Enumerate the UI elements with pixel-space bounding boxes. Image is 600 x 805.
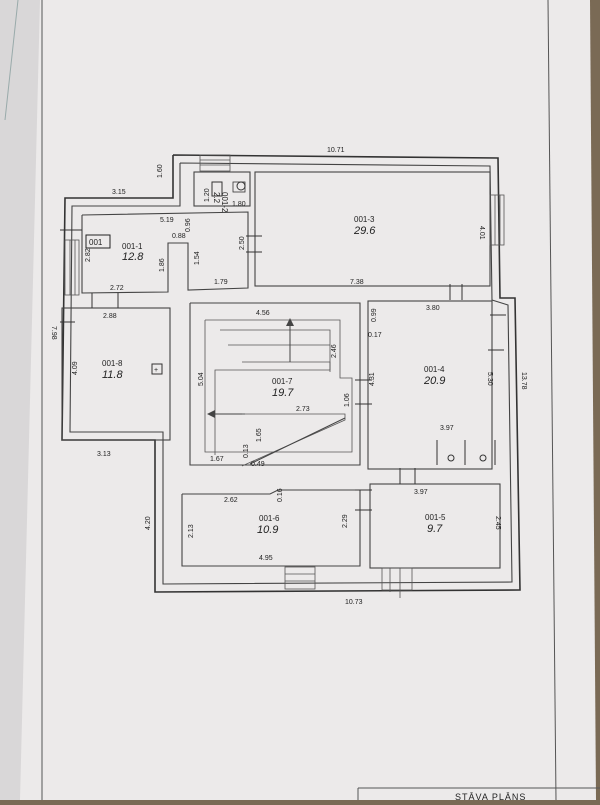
- room-001-7-arrowhead-up: [286, 318, 294, 326]
- entrance-bottom-stairs: [284, 566, 316, 590]
- dim-r8-top: 2.88: [103, 313, 117, 320]
- dim-r4-b: 0.17: [368, 332, 382, 339]
- dim-r7-d: 0.13: [243, 444, 250, 458]
- outer-wall: [61, 154, 521, 593]
- dim-r6-right: 2.29: [342, 514, 349, 528]
- room-001-1-area: 12.8: [122, 251, 144, 263]
- dim-r1-b: 0.96: [185, 218, 192, 232]
- room-001-5-outline: [369, 483, 501, 569]
- building-label: 001: [89, 238, 103, 247]
- stove-icon: [151, 363, 163, 375]
- room-001-7-id: 001-7: [272, 377, 293, 386]
- title-block-title: STĀVA PLĀNS: [455, 792, 526, 800]
- room-001-8-id: 001-8: [102, 359, 123, 368]
- dim-r7-left: 5.04: [198, 372, 205, 386]
- room-001-3-id: 001-3: [354, 215, 375, 224]
- dim-r3-bottom: 7.38: [350, 279, 364, 286]
- dim-r4-right: 5.30: [486, 372, 493, 386]
- room-001-7-outline: [189, 302, 361, 466]
- dim-r6-a: 0.16: [277, 488, 284, 502]
- dim-r2-h: 1.20: [204, 188, 211, 202]
- dim-bottom: 10.73: [345, 599, 363, 606]
- frame-right: [547, 0, 557, 801]
- room-001-4-area: 20.9: [423, 375, 445, 387]
- dim-r1-f: 2.50: [239, 236, 246, 250]
- room-001-2-outline: [193, 171, 251, 207]
- dim-left-lower: 4.20: [145, 516, 152, 530]
- room-001-1-id: 001-1: [122, 242, 143, 251]
- room-001-7-ramp-diag: [249, 417, 346, 465]
- dim-r4-left: 4.31: [369, 372, 376, 386]
- dim-step-top: 3.15: [112, 189, 126, 196]
- dim-r2-w: 1.80: [232, 201, 246, 208]
- room-001-7-area: 19.7: [272, 387, 294, 399]
- dim-r4-bottom: 3.97: [440, 425, 454, 432]
- entrance-left-stairs: [64, 239, 80, 296]
- dim-top: 10.71: [327, 147, 345, 154]
- room-001-1-outline: [81, 211, 249, 294]
- dim-r1-e: 1.79: [214, 279, 228, 286]
- dim-r4-top: 3.80: [426, 305, 440, 312]
- door-marks: [60, 229, 506, 511]
- room-001-2-id: 001-2: [220, 192, 229, 213]
- entrance-right-stairs: [489, 194, 505, 246]
- dim-r1-a: 0.88: [172, 233, 186, 240]
- building-label-box: [85, 234, 111, 249]
- entrance-top-stairs: [199, 154, 231, 172]
- dim-r6-bottom: 4.95: [259, 555, 273, 562]
- room-001-8-outline: [61, 307, 171, 441]
- dim-step-mid: 3.13: [97, 451, 111, 458]
- dim-r6-top: 2.62: [224, 497, 238, 504]
- dim-r3-right: 4.01: [478, 226, 485, 240]
- binding-edge: [4, 0, 19, 121]
- dim-r5-right: 2.45: [494, 516, 501, 530]
- dim-r4-a: 0.99: [371, 308, 378, 322]
- room-001-6-area: 10.9: [257, 524, 278, 536]
- paper-shadow: [0, 0, 40, 800]
- room-001-5-area: 9.7: [427, 523, 443, 535]
- dim-left-upper: 1.60: [157, 164, 164, 178]
- room-001-7-arrowhead-left: [207, 410, 215, 418]
- room-001-2-area: 2.2: [212, 192, 221, 204]
- dim-r1-c: 1.86: [159, 258, 166, 272]
- room-001-5-id: 001-5: [425, 513, 446, 522]
- dim-r6-left: 2.13: [188, 524, 195, 538]
- dim-r8-left: 4.09: [72, 361, 79, 375]
- dim-r7-e: 0.49: [251, 461, 265, 468]
- entrance-bottom-right-stairs: [381, 567, 413, 598]
- dim-r5-top: 3.97: [414, 489, 428, 496]
- room-001-4-id: 001-4: [424, 365, 445, 374]
- room-001-7-steps3: [242, 361, 331, 372]
- dim-r7-right: 2.46: [331, 344, 338, 358]
- room-001-4-fixtures: [436, 440, 496, 465]
- dim-r7-b: 1.65: [256, 428, 263, 442]
- dim-r7-c: 1.67: [210, 456, 224, 463]
- dim-r7-a: 1.06: [344, 393, 351, 407]
- dim-r7-top: 4.56: [256, 310, 270, 317]
- dim-r1-left: 2.82: [85, 248, 92, 262]
- dim-r1-d: 1.54: [194, 251, 201, 265]
- outer-wall-inner: [69, 162, 513, 585]
- room-001-6-id: 001-6: [259, 514, 280, 523]
- room-001-8-area: 11.8: [102, 369, 123, 381]
- stove-plus: +: [154, 367, 158, 374]
- bathroom-fixtures: [211, 181, 246, 197]
- dim-r1-top: 5.19: [160, 217, 174, 224]
- dim-left-total: 7.98: [50, 326, 57, 340]
- dim-r1-bottom: 2.72: [110, 285, 124, 292]
- room-001-7-inner: [204, 319, 353, 453]
- room-001-4-outline: [367, 300, 493, 470]
- dim-r7-mid: 2.73: [296, 406, 310, 413]
- dim-right-total: 13.78: [520, 372, 527, 390]
- room-001-3-area: 29.6: [353, 225, 376, 237]
